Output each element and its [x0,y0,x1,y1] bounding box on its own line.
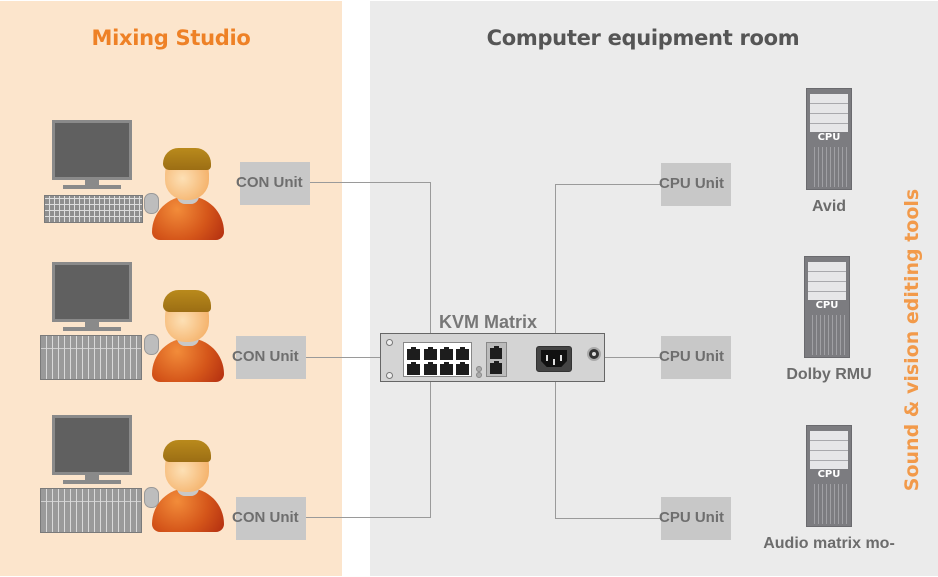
con-unit-2[interactable]: CON Unit [232,336,306,379]
screw-icon [386,372,393,379]
mouse-icon [144,334,159,355]
wire-con3-h [306,517,431,518]
monitor-icon [52,120,132,180]
wire-cpu3-h [555,518,661,519]
rj45-port-icon [440,347,453,360]
rj45-port-block [403,342,472,377]
computer-tower-dolby-rmu[interactable]: CPU [804,256,850,358]
monitor-stand [85,180,99,185]
wire-con1-v [430,182,431,334]
cpu-unit-2[interactable]: CPU Unit [659,336,731,379]
vent-grille [811,147,849,187]
vent-grille [811,484,849,524]
user-hair [163,290,211,312]
kvm-matrix-device[interactable] [380,333,605,382]
status-led-icon [476,366,482,372]
wire-con3-v [430,382,431,518]
monitor-base [63,327,121,331]
rj45-port-icon [407,362,420,375]
power-pin [553,359,555,365]
monitor-stand [85,475,99,480]
rj45-port-icon [407,347,420,360]
status-led-icon [476,372,482,378]
workstation-1 [30,120,250,250]
monitor-base [63,480,121,484]
cpu-unit-label: CPU Unit [659,348,724,365]
wire-cpu3-v [555,382,556,519]
computer-tower-audio-matrix[interactable]: CPU [806,425,852,527]
mouse-icon [144,193,159,214]
cpu-badge: CPU [815,300,839,311]
keyboard-icon [44,195,143,223]
monitor-stand [85,322,99,327]
wire-cpu1-v [555,184,556,334]
wire-cpu1-h [555,184,661,185]
computer-name-dolby-rmu: Dolby RMU [786,366,872,383]
con-unit-label: CON Unit [232,509,299,526]
workstation-3 [30,415,250,545]
wire-con2-h [306,357,381,358]
mouse-icon [144,487,159,508]
con-unit-label: CON Unit [232,348,299,365]
rj45-port-icon [424,362,437,375]
monitor-icon [52,415,132,475]
user-icon [152,290,224,382]
kvm-matrix-label: KVM Matrix [439,312,538,332]
user-icon [152,148,224,240]
cpu-unit-3[interactable]: CPU Unit [659,497,731,540]
wire-cpu2-h [605,357,661,358]
user-hair [163,148,211,170]
mixing-studio-title: Mixing Studio [91,26,251,50]
rj45-port-icon [456,347,469,360]
rj45-port-icon [440,362,453,375]
rj45-port-icon [424,347,437,360]
drive-bays [810,94,848,132]
power-socket-face [541,350,567,367]
screw-icon [386,339,393,346]
cpu-badge: CPU [817,469,841,480]
uplink-port-block [486,342,507,377]
equipment-room-title: Computer equipment room [486,26,800,50]
mixing-console-icon [40,335,142,380]
power-socket-icon [536,346,572,372]
con-unit-1[interactable]: CON Unit [236,162,310,205]
user-hair [163,440,211,462]
rj45-port-icon [490,361,502,374]
dc-jack-icon [587,347,601,361]
computer-name-audio-matrix: Audio matrix mo- [763,535,895,552]
computer-name-avid: Avid [811,198,847,215]
monitor-base [63,185,121,189]
rj45-port-icon [456,362,469,375]
equipment-room-zone [370,1,938,576]
sound-vision-tools-label: Sound & vision editing tools [901,188,923,492]
cpu-unit-1[interactable]: CPU Unit [659,163,731,206]
drive-bays [808,262,846,300]
wire-con1-h [310,182,430,183]
power-pin [560,355,562,361]
computer-tower-avid[interactable]: CPU [806,88,852,190]
vent-grille [809,315,847,355]
user-icon [152,440,224,532]
monitor-icon [52,262,132,322]
cpu-unit-label: CPU Unit [659,175,724,192]
con-unit-label: CON Unit [236,174,303,191]
cpu-badge: CPU [817,132,841,143]
workstation-2 [30,262,250,392]
con-unit-3[interactable]: CON Unit [232,497,306,540]
drive-bays [810,431,848,469]
cpu-unit-label: CPU Unit [659,509,724,526]
rj45-port-icon [490,346,502,359]
mixing-console-icon [40,488,142,533]
power-pin [546,355,548,361]
